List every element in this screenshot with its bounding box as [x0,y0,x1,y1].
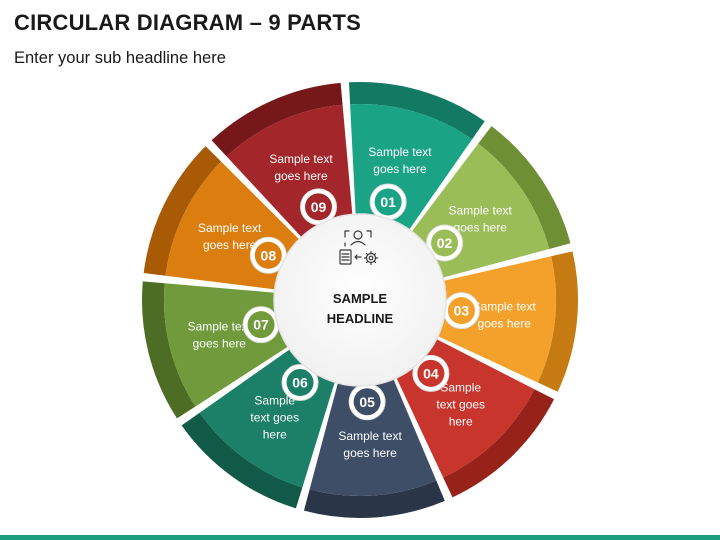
segment-3-number-badge: 03 [442,292,480,330]
segment-3-number: 03 [454,303,470,319]
segment-1-number: 01 [380,194,396,210]
segment-4-outer-band [443,389,555,498]
page-subtitle: Enter your sub headline here [14,49,226,67]
segment-4-text-line-2: text goes [436,397,485,411]
page-title: CIRCULAR DIAGRAM – 9 PARTS [14,10,362,35]
segment-6-number-badge: 06 [281,364,319,402]
segment-6: Sample text goes here 06 [181,348,336,509]
center-hub: SAMPLE HEADLINE [273,213,447,387]
segment-8-number: 08 [261,247,277,263]
segment-9-text-line-1: Sample text [269,152,333,166]
segment-8-text-line-1: Sample text [198,221,262,235]
segment-5-number-badge: 05 [348,383,386,421]
segment-6-text-line-1: Sample [254,393,295,407]
segment-3-outer-band [537,251,578,392]
segment-6-outer-band [181,412,303,509]
segment-7-number-badge: 07 [242,306,280,344]
segment-4-number-badge: 04 [412,354,450,392]
center-headline-line-2: HEADLINE [327,311,394,326]
segment-9-outer-band [211,82,343,157]
segment-2-text-line-2: goes here [454,220,508,234]
segment-4-text-line-3: here [449,414,473,428]
segment-5-number: 05 [359,394,375,410]
segment-9-text-line-2: goes here [274,169,328,183]
segment-8-text-line-2: goes here [203,238,257,252]
segment-3-text-line-1: Sample text [473,300,537,314]
segment-5: Sample text goes here 05 [303,377,445,518]
segment-6-number: 06 [292,375,308,391]
segment-4-text-line-1: Sample [440,380,481,394]
segment-7-outer-band [142,281,196,419]
segment-2-text-line-1: Sample text [449,203,513,217]
segment-5-fill [309,377,437,496]
segment-1-outer-band [348,82,485,140]
person-document-gear-icon [339,230,379,266]
segment-9: Sample text goes here 09 [211,82,353,239]
segment-7: Sample text goes here 07 [142,281,290,419]
segment-7-number: 07 [253,317,269,333]
bottom-accent-bar [0,535,720,540]
segment-2-outer-band [478,126,571,249]
segment-9-number: 09 [311,199,327,215]
segment-7-text-line-1: Sample text [188,320,252,334]
segment-2-number-badge: 02 [426,224,464,262]
segment-5-text-line-1: Sample text [338,429,402,443]
segment-4-number: 04 [423,365,439,381]
segment-7-text-line-2: goes here [193,337,247,351]
segment-8: Sample text goes here 08 [143,146,301,290]
segment-8-number-badge: 08 [249,236,287,274]
segment-8-outer-band [143,146,222,276]
segment-1-text-line-1: Sample text [368,145,432,159]
segment-5-outer-band [303,480,445,518]
segment-3: Sample text goes here 03 [436,251,578,392]
segment-1: Sample text goes here 01 [348,82,485,232]
segment-1-number-badge: 01 [369,183,407,221]
segment-5-text-line-2: goes here [343,446,397,460]
segment-3-text-line-2: goes here [478,317,532,331]
segment-4: Sample text goes here 04 [395,338,555,498]
center-headline-line-1: SAMPLE [333,291,388,306]
segment-9-number-badge: 09 [300,188,338,226]
segment-3-fill [436,256,556,383]
segment-6-text-line-2: text goes [250,410,299,424]
segment-1-text-line-2: goes here [373,162,427,176]
segment-2-number: 02 [437,235,453,251]
segment-6-text-line-3: here [263,427,287,441]
